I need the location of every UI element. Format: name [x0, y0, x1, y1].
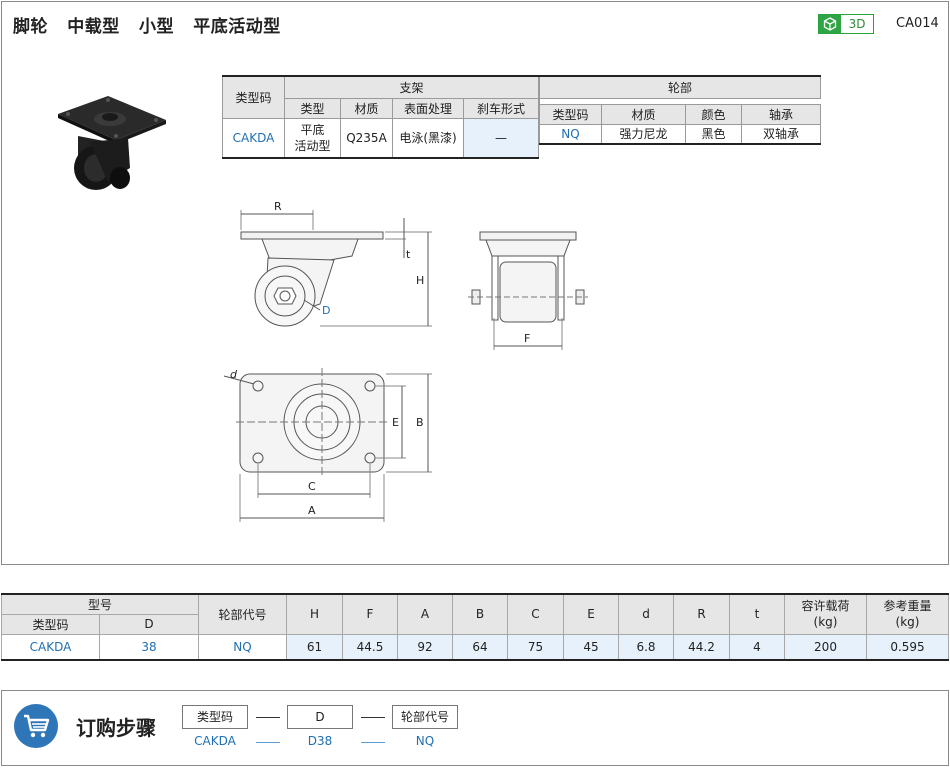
dim-D-label: D — [322, 304, 330, 317]
col-brake: 刹车形式 — [463, 97, 539, 119]
order-value-wheel-code: NQ — [415, 734, 435, 748]
col-surface: 表面处理 — [392, 97, 464, 119]
D-subheader: D — [99, 613, 199, 635]
dim-header-F: F — [342, 593, 398, 635]
row-B: 64 — [452, 633, 508, 661]
wheel-cell-bearing: 双轴承 — [741, 123, 821, 145]
row-C: 75 — [507, 633, 564, 661]
order-title: 订购步骤 — [76, 716, 156, 740]
row-type-code: CAKDA — [1, 633, 100, 661]
row-load: 200 — [784, 633, 867, 661]
product-code: CA014 — [896, 16, 939, 31]
weight-header: 参考重量 (kg) — [866, 593, 949, 635]
order-value-separator — [256, 742, 280, 743]
row-A: 92 — [397, 633, 453, 661]
dim-header-t: t — [729, 593, 785, 635]
order-value-type-code: CAKDA — [194, 734, 236, 748]
order-separator — [256, 717, 280, 718]
row-H: 61 — [286, 633, 343, 661]
dim-header-E: E — [563, 593, 619, 635]
page-title: 脚轮 中载型 小型 平底活动型 — [13, 17, 281, 37]
row-E: 45 — [563, 633, 619, 661]
wheel-col-bearing: 轴承 — [741, 103, 821, 125]
order-value-D: D38 — [307, 734, 333, 748]
col-material: 材质 — [340, 97, 393, 119]
wheel-col-color: 颜色 — [685, 103, 742, 125]
dim-B-label: B — [416, 416, 424, 429]
order-separator — [361, 717, 385, 718]
dim-H-label: H — [416, 274, 424, 287]
dim-header-C: C — [507, 593, 564, 635]
load-header: 容许载荷 (kg) — [784, 593, 867, 635]
model-header: 型号 — [1, 593, 199, 615]
3d-model-button[interactable]: 3D — [818, 14, 874, 34]
order-step-D: D — [287, 705, 353, 729]
bracket-group-header: 支架 — [284, 75, 539, 99]
cart-icon — [14, 704, 58, 748]
dim-R-label: R — [274, 200, 282, 213]
wheel-group-header: 轮部 — [539, 75, 821, 99]
col-type: 类型 — [284, 97, 341, 119]
row-weight: 0.595 — [866, 633, 949, 661]
wheel-cell-material: 强力尼龙 — [601, 123, 686, 145]
cell-material: Q235A — [340, 117, 393, 159]
row-D: 38 — [99, 633, 199, 661]
row-F: 44.5 — [342, 633, 398, 661]
type-code-header: 类型码 — [222, 75, 285, 119]
dim-F-label: F — [524, 332, 530, 345]
wheel-cell-color: 黑色 — [685, 123, 742, 145]
dim-t-label: t — [406, 248, 411, 261]
row-R: 44.2 — [673, 633, 730, 661]
order-value-separator — [361, 742, 385, 743]
caster-photo — [58, 96, 166, 190]
dim-C-label: C — [308, 480, 316, 493]
order-steps-panel — [1, 690, 949, 766]
cell-type-code: CAKDA — [222, 117, 285, 159]
row-d: 6.8 — [618, 633, 674, 661]
dim-d-label: d — [230, 368, 238, 381]
order-step-wheel-code: 轮部代号 — [392, 705, 458, 729]
technical-drawing: R t H D F d E B C A — [223, 200, 588, 522]
dim-header-B: B — [452, 593, 508, 635]
wheel-code-header: 轮部代号 — [198, 593, 287, 635]
wheel-col-material: 材质 — [601, 103, 686, 125]
cell-surface: 电泳(黑漆) — [392, 117, 464, 159]
3d-label: 3D — [848, 17, 866, 31]
dim-header-H: H — [286, 593, 343, 635]
dim-A-label: A — [308, 504, 316, 517]
dim-header-A: A — [397, 593, 453, 635]
wheel-spec-table: 轮部 类型码 材质 颜色 轴承 NQ 强力尼龙 黑色 双轴承 — [539, 75, 821, 156]
row-t: 4 — [729, 633, 785, 661]
row-wheel-code: NQ — [198, 633, 287, 661]
dim-header-R: R — [673, 593, 730, 635]
cell-type: 平底 活动型 — [284, 117, 341, 159]
bracket-spec-table: 类型码 支架 类型 材质 表面处理 刹车形式 CAKDA 平底 活动型 Q235… — [222, 75, 539, 159]
dim-E-label: E — [392, 416, 399, 429]
dim-header-d: d — [618, 593, 674, 635]
order-step-type-code: 类型码 — [182, 705, 248, 729]
wheel-col-type-code: 类型码 — [539, 103, 602, 125]
wheel-cell-type-code: NQ — [539, 123, 602, 145]
type-code-subheader: 类型码 — [1, 613, 100, 635]
dimension-table: 型号 轮部代号 H F A B C E d R t 容许载荷 (kg) 参考重量… — [1, 593, 949, 661]
cell-brake: — — [463, 117, 539, 159]
cube-icon — [819, 15, 841, 33]
